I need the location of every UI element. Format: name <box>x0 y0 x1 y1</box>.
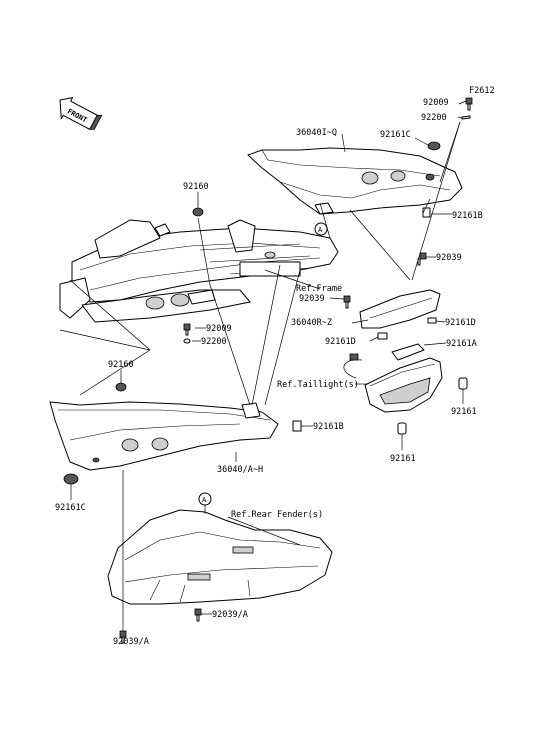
ref-circle-a-low <box>198 492 212 506</box>
taillight-assembly <box>343 343 443 413</box>
label-92161c-top: 92161C <box>380 130 411 140</box>
label-92009-top: 92009 <box>423 98 449 108</box>
label-92039a-right: 92039/A <box>212 610 248 620</box>
label-92161-right: 92161 <box>451 407 477 417</box>
leader-lines <box>59 100 467 631</box>
grommet-92160-top <box>192 207 204 217</box>
label-36040r-z: 36040R~Z <box>291 318 332 328</box>
label-92160-top: 92160 <box>183 182 209 192</box>
label-92161a: 92161A <box>446 339 477 349</box>
label-92161-low: 92161 <box>390 454 416 464</box>
pad-92161d-mid <box>377 332 388 340</box>
label-92039a-bottom: 92039/A <box>113 637 149 647</box>
bolt-92039-mid <box>343 295 351 309</box>
pad-92161-right <box>458 377 468 390</box>
label-36040-a-h: 36040/A~H <box>217 465 263 475</box>
label-92200-mid: 92200 <box>201 337 227 347</box>
bracket-36040rz <box>359 289 441 329</box>
bolt-92039-right <box>417 252 427 266</box>
label-92161d-right: 92161D <box>445 318 476 328</box>
bolt-92039a-right <box>194 608 202 622</box>
label-92161d-mid: 92161D <box>325 337 356 347</box>
pad-92161-low <box>397 422 407 435</box>
label-92161c-low: 92161C <box>55 503 86 513</box>
label-92200-top: 92200 <box>421 113 447 123</box>
washer-92200-mid <box>183 338 191 344</box>
label-ref-taillight: Ref.Taillight(s) <box>277 380 359 390</box>
bolt-92009-top <box>465 97 473 111</box>
figure-code: F2612 <box>469 86 495 96</box>
ref-circle-a-top-label: A <box>318 226 323 234</box>
pad-92161b-top <box>422 207 431 218</box>
label-92039-right: 92039 <box>436 253 462 263</box>
grommet-92161c-top <box>427 141 441 151</box>
pad-92161b-low <box>292 420 302 432</box>
label-ref-frame: Ref.Frame <box>296 284 342 294</box>
label-ref-rear-fender: Ref.Rear Fender(s) <box>231 510 323 520</box>
bolt-92009-mid <box>183 323 191 336</box>
label-92161b-top: 92161B <box>452 211 483 221</box>
lower-side-cover <box>49 401 279 471</box>
pad-92161d-right <box>427 317 437 324</box>
label-92160-low: 92160 <box>108 360 134 370</box>
ref-circle-a-top <box>314 222 328 236</box>
front-arrow: FRONT <box>59 97 103 130</box>
washer-92200-top <box>461 115 471 120</box>
label-92039-mid: 92039 <box>299 294 325 304</box>
frame-assembly <box>59 219 339 323</box>
label-92161b-low: 92161B <box>313 422 344 432</box>
label-92009-mid: 92009 <box>206 324 232 334</box>
upper-side-cover <box>247 147 463 215</box>
grommet-92161c-low <box>63 473 79 485</box>
grommet-92161a <box>391 343 425 361</box>
ref-circle-a-low-label: A <box>202 496 207 504</box>
grommet-92160-low <box>115 382 127 392</box>
rear-fender <box>107 509 333 605</box>
label-36040i-q: 36040I~Q <box>296 128 337 138</box>
